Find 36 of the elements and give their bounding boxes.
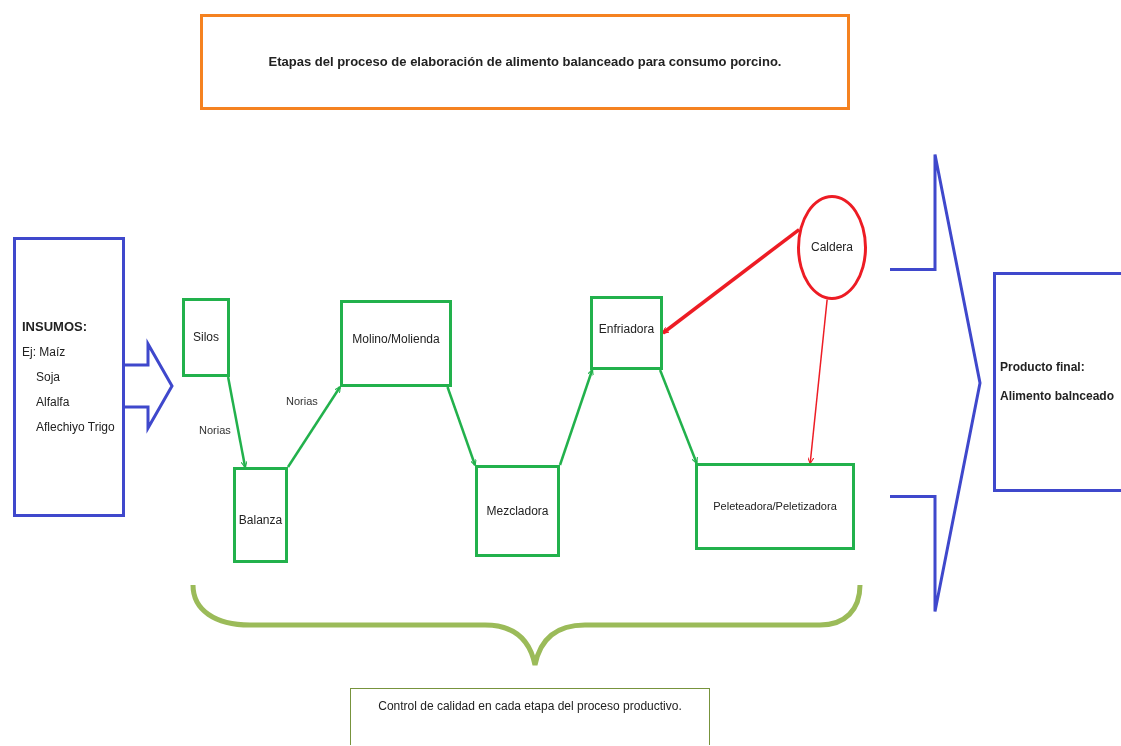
node-text: Enfriadora — [598, 321, 655, 337]
output-box — [993, 272, 1121, 492]
node-text: Silos — [193, 330, 219, 345]
process-box — [695, 463, 855, 550]
title-box — [200, 14, 850, 110]
node-text: Caldera — [811, 240, 853, 255]
node-text: Alfalfa — [35, 395, 71, 411]
arrow — [286, 385, 342, 468]
edge-label: Norias — [198, 425, 232, 436]
process-box — [340, 300, 452, 387]
node-text: Peleteadora/Peletizadora — [713, 499, 837, 514]
process-box — [233, 467, 288, 563]
block-arrow — [888, 153, 982, 613]
node-text: Molino/Molienda — [352, 332, 440, 347]
arrow — [558, 368, 594, 466]
process-box — [475, 465, 560, 557]
process-box — [590, 296, 663, 370]
arrow — [658, 369, 698, 465]
node-text: Ej: Maíz — [22, 345, 67, 361]
node-text: Soja — [35, 370, 62, 386]
arrow — [446, 386, 477, 467]
edge-label: Norias — [285, 396, 319, 407]
node-text: INSUMOS: — [22, 318, 88, 336]
node-text: Producto final: — [1000, 360, 1086, 375]
node-text: Balanza — [238, 512, 283, 528]
arrow — [226, 376, 248, 469]
node-text: Mezcladora — [486, 503, 549, 519]
input-box — [13, 237, 125, 517]
block-arrow — [123, 338, 174, 434]
note-box — [350, 688, 710, 745]
node-text: Control de calidad en cada etapa del proceso productivo. — [378, 699, 682, 714]
node-text: Etapas del proceso de elaboración de alimento balanceado para consumo porcino. — [268, 53, 782, 71]
node-text: Alimento balnceado — [1000, 389, 1116, 404]
arrow — [807, 298, 828, 465]
node-text: Aflechiyo Trigo — [35, 420, 116, 436]
process-box — [182, 298, 230, 377]
